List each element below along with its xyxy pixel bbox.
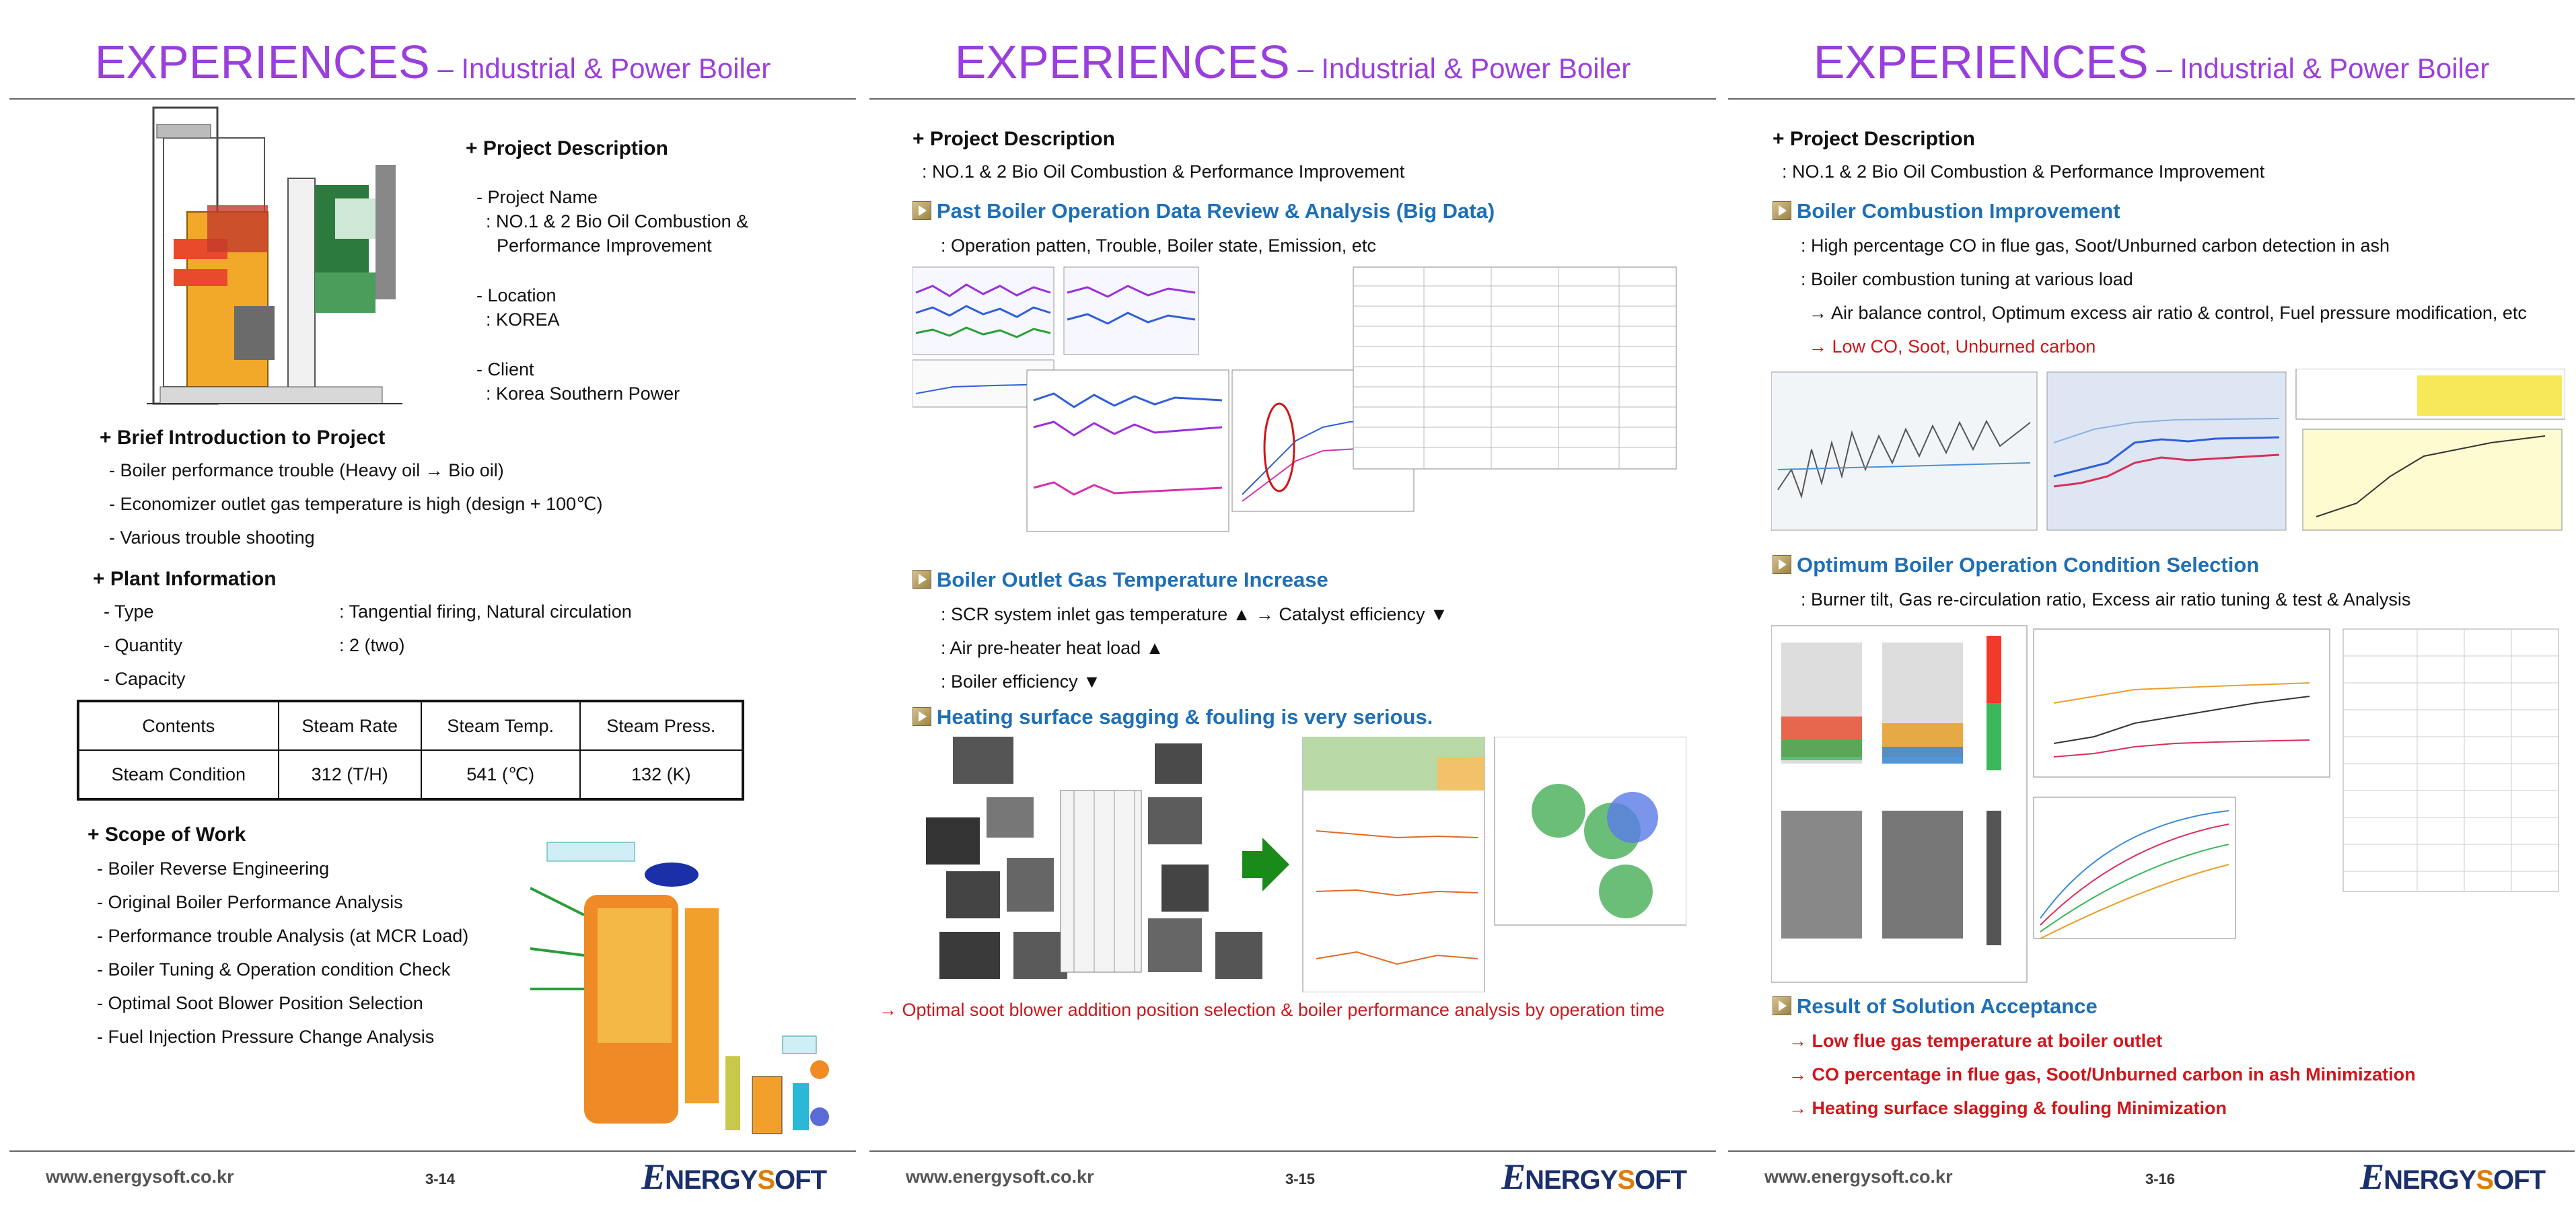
- section-bullet-icon: [1773, 555, 1791, 574]
- slide-3-15: EXPERIENCES – Industrial & Power Boiler …: [865, 0, 1720, 1211]
- conclusion-text: → Optimal soot blower addition position …: [879, 1000, 1665, 1020]
- scope-item: - Boiler Reverse Engineering: [97, 858, 330, 879]
- brief-item: - Boiler performance trouble (Heavy oil …: [109, 460, 504, 480]
- location-value: : KOREA: [486, 309, 560, 330]
- section-heading: Boiler Combustion Improvement: [1773, 199, 2120, 223]
- footer-url: www.energysoft.co.kr: [46, 1167, 234, 1187]
- section-heading: Heating surface sagging & fouling is ver…: [913, 705, 1433, 729]
- steam-condition-table: Contents Steam Rate Steam Temp. Steam Pr…: [77, 700, 744, 801]
- project-name-label: - Project Name: [476, 187, 598, 207]
- plant-quantity-value: : 2 (two): [339, 635, 405, 655]
- operation-trend-charts: [913, 266, 1677, 532]
- location-label: - Location: [476, 285, 557, 305]
- slide-3-16: EXPERIENCES – Industrial & Power Boiler …: [1724, 0, 2576, 1211]
- footer-url: www.energysoft.co.kr: [1764, 1167, 1953, 1187]
- energysoft-logo: ENERGYSOFT: [641, 1157, 827, 1197]
- slide-3-14: EXPERIENCES – Industrial & Power Boiler …: [5, 0, 860, 1211]
- section-heading: Past Boiler Operation Data Review & Anal…: [913, 199, 1495, 223]
- section-bullet-icon: [913, 707, 931, 726]
- scope-item: - Performance trouble Analysis (at MCR L…: [97, 926, 469, 946]
- section-bullet-icon: [913, 570, 931, 589]
- brief-intro-heading: + Brief Introduction to Project: [100, 427, 386, 449]
- boiler-system-diagram: [530, 842, 829, 1134]
- energysoft-logo: ENERGYSOFT: [1501, 1157, 1687, 1197]
- page-number: 3-15: [1285, 1171, 1316, 1187]
- fouling-photos-and-charts: [926, 737, 1686, 992]
- brief-item: - Economizer outlet gas temperature is h…: [109, 494, 603, 514]
- combustion-trend-charts: [1771, 369, 2565, 531]
- table-row: Steam Condition 312 (T/H) 541 (℃) 132 (K…: [77, 749, 744, 800]
- section-bullet-icon: [1773, 996, 1791, 1015]
- project-description-value: : NO.1 & 2 Bio Oil Combustion & Performa…: [1782, 161, 2265, 182]
- brief-item: - Various trouble shooting: [109, 527, 315, 548]
- table-header-cell: Contents: [77, 700, 279, 751]
- project-name-line1: : NO.1 & 2 Bio Oil Combustion &: [486, 211, 749, 231]
- result-item: → Heating surface slagging & fouling Min…: [1789, 1098, 2227, 1118]
- boiler-cross-section-drawing: [147, 104, 402, 410]
- project-description-heading: + Project Description: [913, 128, 1115, 150]
- slide-title: EXPERIENCES – Industrial & Power Boiler: [954, 36, 1631, 88]
- section-result: → Low CO, Soot, Unburned carbon: [1809, 336, 2096, 357]
- section-item: : Boiler efficiency ▼: [941, 671, 1101, 692]
- section-heading: Optimum Boiler Operation Condition Selec…: [1773, 553, 2259, 577]
- footer-divider: [869, 1150, 1716, 1152]
- section-item: : Air pre-heater heat load ▲: [941, 638, 1164, 658]
- page-number: 3-16: [2145, 1171, 2176, 1187]
- section-item: → Air balance control, Optimum excess ai…: [1809, 303, 2527, 323]
- section-text: : Burner tilt, Gas re-circulation ratio,…: [1801, 589, 2411, 610]
- result-item: → Low flue gas temperature at boiler out…: [1789, 1031, 2163, 1051]
- scope-item: - Boiler Tuning & Operation condition Ch…: [97, 959, 451, 980]
- footer-url: www.energysoft.co.kr: [906, 1167, 1094, 1187]
- table-header-cell: Steam Press.: [579, 700, 744, 751]
- project-description-heading: + Project Description: [466, 137, 668, 159]
- section-text: : Operation patten, Trouble, Boiler stat…: [941, 235, 1376, 256]
- section-bullet-icon: [913, 201, 931, 220]
- section-item: : Boiler combustion tuning at various lo…: [1801, 269, 2133, 289]
- plant-quantity-label: - Quantity: [104, 635, 183, 655]
- table-header-cell: Steam Temp.: [420, 700, 581, 751]
- title-divider: [869, 98, 1716, 100]
- plant-info-heading: + Plant Information: [93, 568, 277, 590]
- scope-item: - Original Boiler Performance Analysis: [97, 892, 403, 912]
- table-header-cell: Steam Rate: [277, 700, 422, 751]
- project-description-value: : NO.1 & 2 Bio Oil Combustion & Performa…: [922, 161, 1405, 182]
- project-name-line2: Performance Improvement: [497, 235, 712, 256]
- section-heading: Result of Solution Acceptance: [1773, 994, 2098, 1019]
- scope-of-work-heading: + Scope of Work: [87, 823, 246, 846]
- section-item: : SCR system inlet gas temperature ▲ → C…: [941, 604, 1448, 624]
- footer-divider: [9, 1150, 856, 1152]
- title-divider: [1728, 98, 2575, 100]
- table-header-row: Contents Steam Rate Steam Temp. Steam Pr…: [77, 700, 744, 751]
- plant-type-value: : Tangential firing, Natural circulation: [339, 601, 632, 622]
- client-value: : Korea Southern Power: [486, 383, 680, 404]
- table-cell: 312 (T/H): [277, 749, 422, 800]
- section-heading: Boiler Outlet Gas Temperature Increase: [913, 568, 1328, 592]
- slide-title: EXPERIENCES – Industrial & Power Boiler: [94, 36, 771, 88]
- table-cell: Steam Condition: [77, 749, 279, 800]
- operation-condition-analysis-figures: [1771, 625, 2559, 983]
- page-number: 3-14: [425, 1171, 456, 1187]
- section-bullet-icon: [1773, 201, 1791, 220]
- plant-capacity-label: - Capacity: [104, 669, 186, 689]
- footer-divider: [1728, 1150, 2575, 1152]
- scope-item: - Fuel Injection Pressure Change Analysi…: [97, 1027, 435, 1047]
- title-divider: [9, 98, 856, 100]
- energysoft-logo: ENERGYSOFT: [2360, 1157, 2546, 1197]
- section-item: : High percentage CO in flue gas, Soot/U…: [1801, 235, 2390, 256]
- slide-title: EXPERIENCES – Industrial & Power Boiler: [1813, 36, 2490, 88]
- scope-item: - Optimal Soot Blower Position Selection: [97, 993, 423, 1013]
- project-description-heading: + Project Description: [1773, 128, 1975, 150]
- table-cell: 132 (K): [579, 749, 744, 800]
- result-item: → CO percentage in flue gas, Soot/Unburn…: [1789, 1064, 2416, 1085]
- client-label: - Client: [476, 359, 534, 379]
- table-cell: 541 (℃): [420, 749, 581, 800]
- plant-type-label: - Type: [104, 601, 154, 622]
